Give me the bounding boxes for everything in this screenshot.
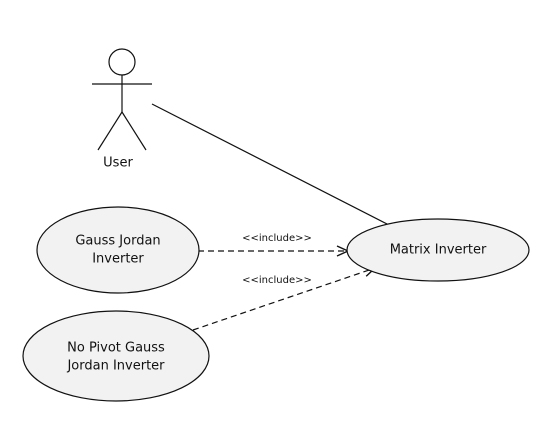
use-case-no-pivot-ellipse bbox=[23, 311, 209, 401]
use-case-gauss-jordan-ellipse bbox=[37, 207, 199, 293]
use-case-gauss-jordan-line2: Inverter bbox=[92, 252, 144, 267]
use-case-matrix-inverter-label: Matrix Inverter bbox=[390, 243, 487, 258]
actor-left-leg bbox=[97, 111, 123, 151]
include-label-2: <<include>> bbox=[242, 275, 312, 286]
use-case-no-pivot-line1: No Pivot Gauss bbox=[67, 341, 165, 356]
use-case-no-pivot-line2: Jordan Inverter bbox=[66, 359, 165, 374]
use-case-gauss-jordan-line1: Gauss Jordan bbox=[75, 234, 160, 249]
actor-user[interactable]: User bbox=[92, 48, 152, 171]
actor-right-leg bbox=[121, 111, 147, 151]
actor-label: User bbox=[103, 156, 133, 171]
association-user-matrix-inverter bbox=[151, 103, 392, 227]
actor-head bbox=[108, 48, 136, 76]
use-case-gauss-jordan-outline bbox=[36, 206, 200, 294]
use-case-no-pivot-outline bbox=[22, 310, 210, 402]
use-case-matrix-inverter-ellipse bbox=[347, 219, 529, 281]
use-case-no-pivot-gauss-jordan-inverter[interactable]: No Pivot Gauss Jordan Inverter bbox=[22, 310, 210, 402]
include-arrow-no-pivot bbox=[192, 266, 377, 331]
use-case-matrix-inverter-outline bbox=[346, 218, 530, 282]
include-label-1: <<include>> bbox=[242, 233, 312, 244]
use-case-gauss-jordan-inverter[interactable]: Gauss Jordan Inverter bbox=[36, 206, 200, 294]
use-case-matrix-inverter[interactable]: Matrix Inverter bbox=[346, 218, 530, 282]
